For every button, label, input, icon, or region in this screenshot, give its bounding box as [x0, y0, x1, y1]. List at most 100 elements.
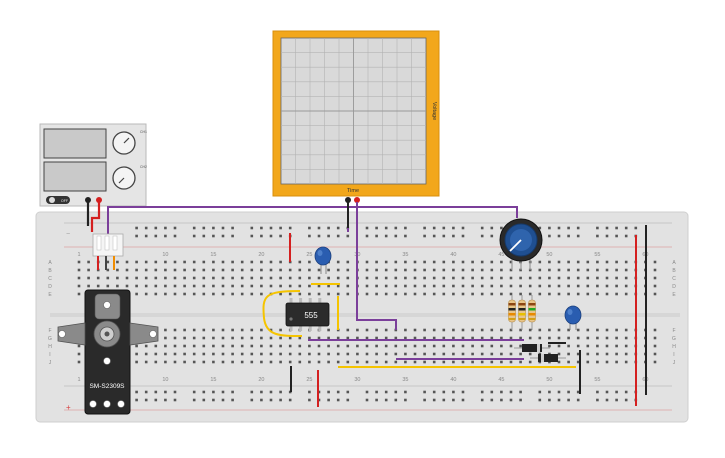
rail-hole[interactable] [432, 234, 436, 238]
breadboard-hole[interactable] [557, 292, 561, 296]
breadboard-hole[interactable] [173, 268, 177, 272]
breadboard-hole[interactable] [653, 344, 657, 348]
rail-hole[interactable] [442, 226, 446, 230]
breadboard-hole[interactable] [154, 268, 158, 272]
rail-hole[interactable] [615, 390, 618, 394]
breadboard-hole[interactable] [240, 344, 244, 348]
rail-hole[interactable] [144, 398, 148, 402]
breadboard-hole[interactable] [192, 344, 196, 348]
rail-hole[interactable] [231, 390, 234, 394]
breadboard-hole[interactable] [432, 352, 436, 356]
rail-hole[interactable] [308, 390, 311, 394]
breadboard-hole[interactable] [116, 260, 119, 264]
breadboard-hole[interactable] [154, 344, 158, 348]
breadboard-hole[interactable] [144, 268, 148, 272]
breadboard-hole[interactable] [461, 276, 465, 280]
breadboard-hole[interactable] [461, 352, 465, 356]
breadboard-hole[interactable] [432, 292, 436, 296]
rail-hole[interactable] [365, 398, 369, 402]
breadboard-hole[interactable] [240, 328, 244, 332]
breadboard-hole[interactable] [480, 292, 484, 296]
breadboard-hole[interactable] [365, 360, 369, 364]
breadboard-hole[interactable] [500, 268, 503, 272]
breadboard-hole[interactable] [452, 336, 455, 340]
breadboard-hole[interactable] [615, 276, 618, 280]
rail-hole[interactable] [135, 234, 138, 238]
rail-hole[interactable] [144, 226, 148, 230]
breadboard-hole[interactable] [240, 260, 244, 264]
breadboard-hole[interactable] [250, 336, 254, 340]
breadboard-hole[interactable] [519, 284, 522, 288]
breadboard-hole[interactable] [279, 336, 282, 340]
breadboard-hole[interactable] [164, 344, 167, 348]
rail-hole[interactable] [461, 226, 465, 230]
breadboard-hole[interactable] [442, 360, 446, 364]
breadboard-hole[interactable] [442, 292, 446, 296]
breadboard-hole[interactable] [576, 360, 580, 364]
breadboard-hole[interactable] [317, 276, 321, 280]
breadboard-hole[interactable] [346, 268, 350, 272]
rail-hole[interactable] [327, 398, 330, 402]
breadboard-hole[interactable] [336, 344, 340, 348]
rail-hole[interactable] [576, 226, 580, 230]
breadboard-hole[interactable] [77, 360, 81, 364]
breadboard-hole[interactable] [240, 360, 244, 364]
breadboard-hole[interactable] [442, 328, 446, 332]
breadboard-hole[interactable] [144, 352, 148, 356]
servo-motor[interactable]: SM-S2309S [57, 289, 159, 415]
breadboard-hole[interactable] [653, 360, 657, 364]
breadboard-hole[interactable] [87, 276, 90, 280]
breadboard-hole[interactable] [480, 344, 484, 348]
rail-hole[interactable] [615, 234, 618, 238]
breadboard-hole[interactable] [394, 260, 398, 264]
breadboard-hole[interactable] [317, 292, 321, 296]
breadboard-hole[interactable] [384, 360, 388, 364]
breadboard-hole[interactable] [442, 352, 446, 356]
rail-hole[interactable] [269, 398, 273, 402]
breadboard-hole[interactable] [471, 336, 474, 340]
breadboard-hole[interactable] [298, 344, 302, 348]
rail-hole[interactable] [250, 234, 254, 238]
breadboard-hole[interactable] [461, 328, 465, 332]
rail-hole[interactable] [538, 398, 542, 402]
breadboard-hole[interactable] [596, 328, 599, 332]
breadboard-hole[interactable] [317, 352, 321, 356]
breadboard-hole[interactable] [231, 276, 234, 280]
rail-hole[interactable] [375, 390, 378, 394]
resistor-3[interactable] [528, 295, 536, 330]
breadboard-hole[interactable] [586, 336, 590, 340]
breadboard-hole[interactable] [624, 268, 628, 272]
capacitor-1[interactable] [314, 246, 332, 274]
breadboard-hole[interactable] [576, 336, 580, 340]
breadboard-hole[interactable] [567, 276, 570, 280]
breadboard-hole[interactable] [442, 336, 446, 340]
breadboard-hole[interactable] [154, 292, 158, 296]
breadboard-hole[interactable] [509, 260, 513, 264]
rail-hole[interactable] [557, 390, 561, 394]
breadboard-hole[interactable] [423, 352, 426, 356]
breadboard-hole[interactable] [212, 268, 215, 272]
rail-hole[interactable] [423, 226, 426, 230]
rail-hole[interactable] [557, 226, 561, 230]
rail-hole[interactable] [164, 226, 167, 230]
breadboard-hole[interactable] [586, 292, 590, 296]
breadboard-hole[interactable] [624, 336, 628, 340]
rail-hole[interactable] [423, 390, 426, 394]
breadboard-hole[interactable] [192, 292, 196, 296]
rail-hole[interactable] [500, 226, 503, 230]
rail-hole[interactable] [509, 390, 513, 394]
breadboard-hole[interactable] [308, 268, 311, 272]
breadboard-hole[interactable] [567, 260, 570, 264]
breadboard-hole[interactable] [576, 292, 580, 296]
breadboard-hole[interactable] [528, 336, 532, 340]
rail-hole[interactable] [221, 398, 225, 402]
breadboard-hole[interactable] [346, 260, 350, 264]
breadboard-hole[interactable] [77, 284, 81, 288]
breadboard-hole[interactable] [260, 336, 263, 340]
breadboard-hole[interactable] [308, 260, 311, 264]
breadboard-hole[interactable] [183, 352, 186, 356]
breadboard-hole[interactable] [471, 352, 474, 356]
breadboard-hole[interactable] [336, 360, 340, 364]
breadboard-hole[interactable] [327, 336, 330, 340]
breadboard-hole[interactable] [394, 268, 398, 272]
